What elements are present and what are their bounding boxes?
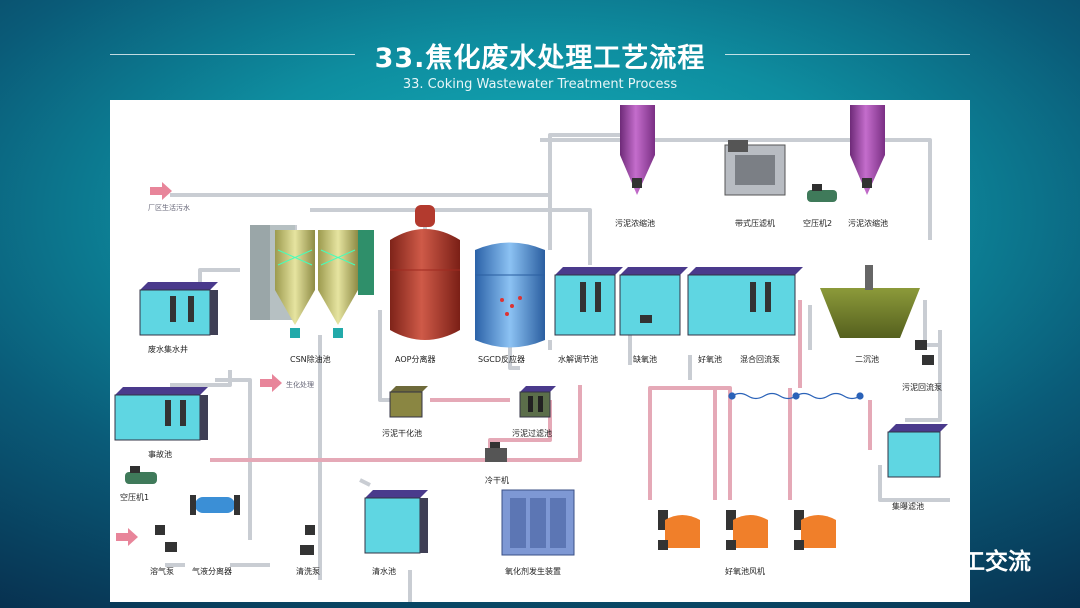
label-sludge-dry: 污泥干化池 [382,428,422,438]
secondary-clarifier [820,265,920,338]
label-gas-separator: 气液分离器 [192,566,232,576]
sludge-filter-tank [519,386,556,418]
aop-separator [390,205,460,340]
input-arrow-2 [116,528,138,546]
aeration-link [728,392,864,400]
air-compressor-2 [807,184,837,202]
label-air-comp-1: 空压机1 [120,492,149,502]
label-clarifier: 二沉池 [855,354,879,364]
label-aop: AOP分离器 [395,354,435,364]
collect-filter-tank [887,424,948,478]
label-cleaning-pump: 清洗泵 [296,566,320,576]
dryer [485,442,507,462]
label-sludge-return: 污泥回流泵 [902,382,942,392]
dissolved-air-pump [155,525,177,552]
label-sludge-filter: 污泥过滤池 [512,428,552,438]
title-rule-right [725,54,970,55]
sludge-dry-tank [389,386,428,418]
to-biochem-label: 生化处理 [286,380,314,389]
label-aerobic: 好氧池 [698,354,722,364]
page-title: 33.焦化废水处理工艺流程 [374,43,706,74]
cleaning-pump [300,525,315,555]
pipe-network-pink [210,300,872,500]
label-sump: 废水集水井 [148,344,188,354]
inlet-arrow [150,182,172,200]
watermark-text: 化工交流 [939,549,1031,575]
belt-press [724,140,786,196]
label-dryer: 冷干机 [485,475,509,485]
label-clear-tank: 清水池 [372,566,396,576]
label-accident: 事故池 [148,449,172,459]
label-belt-press: 带式压滤机 [735,218,775,228]
blower-3 [794,510,836,550]
watermark: 化工交流 [885,540,1031,578]
label-blower: 好氧池风机 [725,566,765,576]
wechat-icon [885,540,929,578]
blower-2 [726,510,768,550]
accident-tank [114,387,208,441]
outlet-arrow [260,374,282,392]
sludge-thickener-2 [850,105,885,195]
process-diagram-panel: 厂区生活污水 生化处理 废水集水井 事故池 空压机1 溶气泵 气液分离器 [110,100,970,608]
csn-tank-group [250,225,374,338]
label-sgcd: SGCD反应器 [478,354,525,364]
process-flow-diagram: 厂区生活污水 生化处理 废水集水井 事故池 空压机1 溶气泵 气液分离器 [114,105,950,608]
label-dosing: 氧化剂发生装置 [505,566,561,576]
label-collect-filter: 集曝滤池 [892,501,924,511]
anoxic-tank [619,267,688,336]
label-sludge-thick-2: 污泥浓缩池 [848,218,888,228]
label-mix-reflux: 混合回流泵 [740,354,780,364]
sludge-thickener-1 [620,105,655,195]
inlet-label: 厂区生活污水 [148,203,190,212]
label-sludge-thick-1: 污泥浓缩池 [615,218,655,228]
hydrolysis-tank [554,267,623,336]
oxidant-generator [501,489,575,556]
sump-tank [139,282,218,336]
page-subtitle: 33. Coking Wastewater Treatment Process [402,77,678,92]
clear-water-tank [364,490,428,554]
label-air-comp-2: 空压机2 [803,218,832,228]
blower-1 [658,510,700,550]
air-compressor-1 [125,466,157,484]
label-anoxic: 缺氧池 [633,354,657,364]
sludge-return-pump [915,340,934,365]
aerobic-tank [687,267,803,336]
label-hydrolysis: 水解调节池 [558,354,598,364]
blower-group [658,510,836,550]
sgcd-reactor [475,242,545,348]
gas-liquid-separator [190,495,240,515]
title-rule-left [110,54,355,55]
label-dissolved-pump: 溶气泵 [150,566,174,576]
label-csn: CSN除油池 [290,354,331,364]
